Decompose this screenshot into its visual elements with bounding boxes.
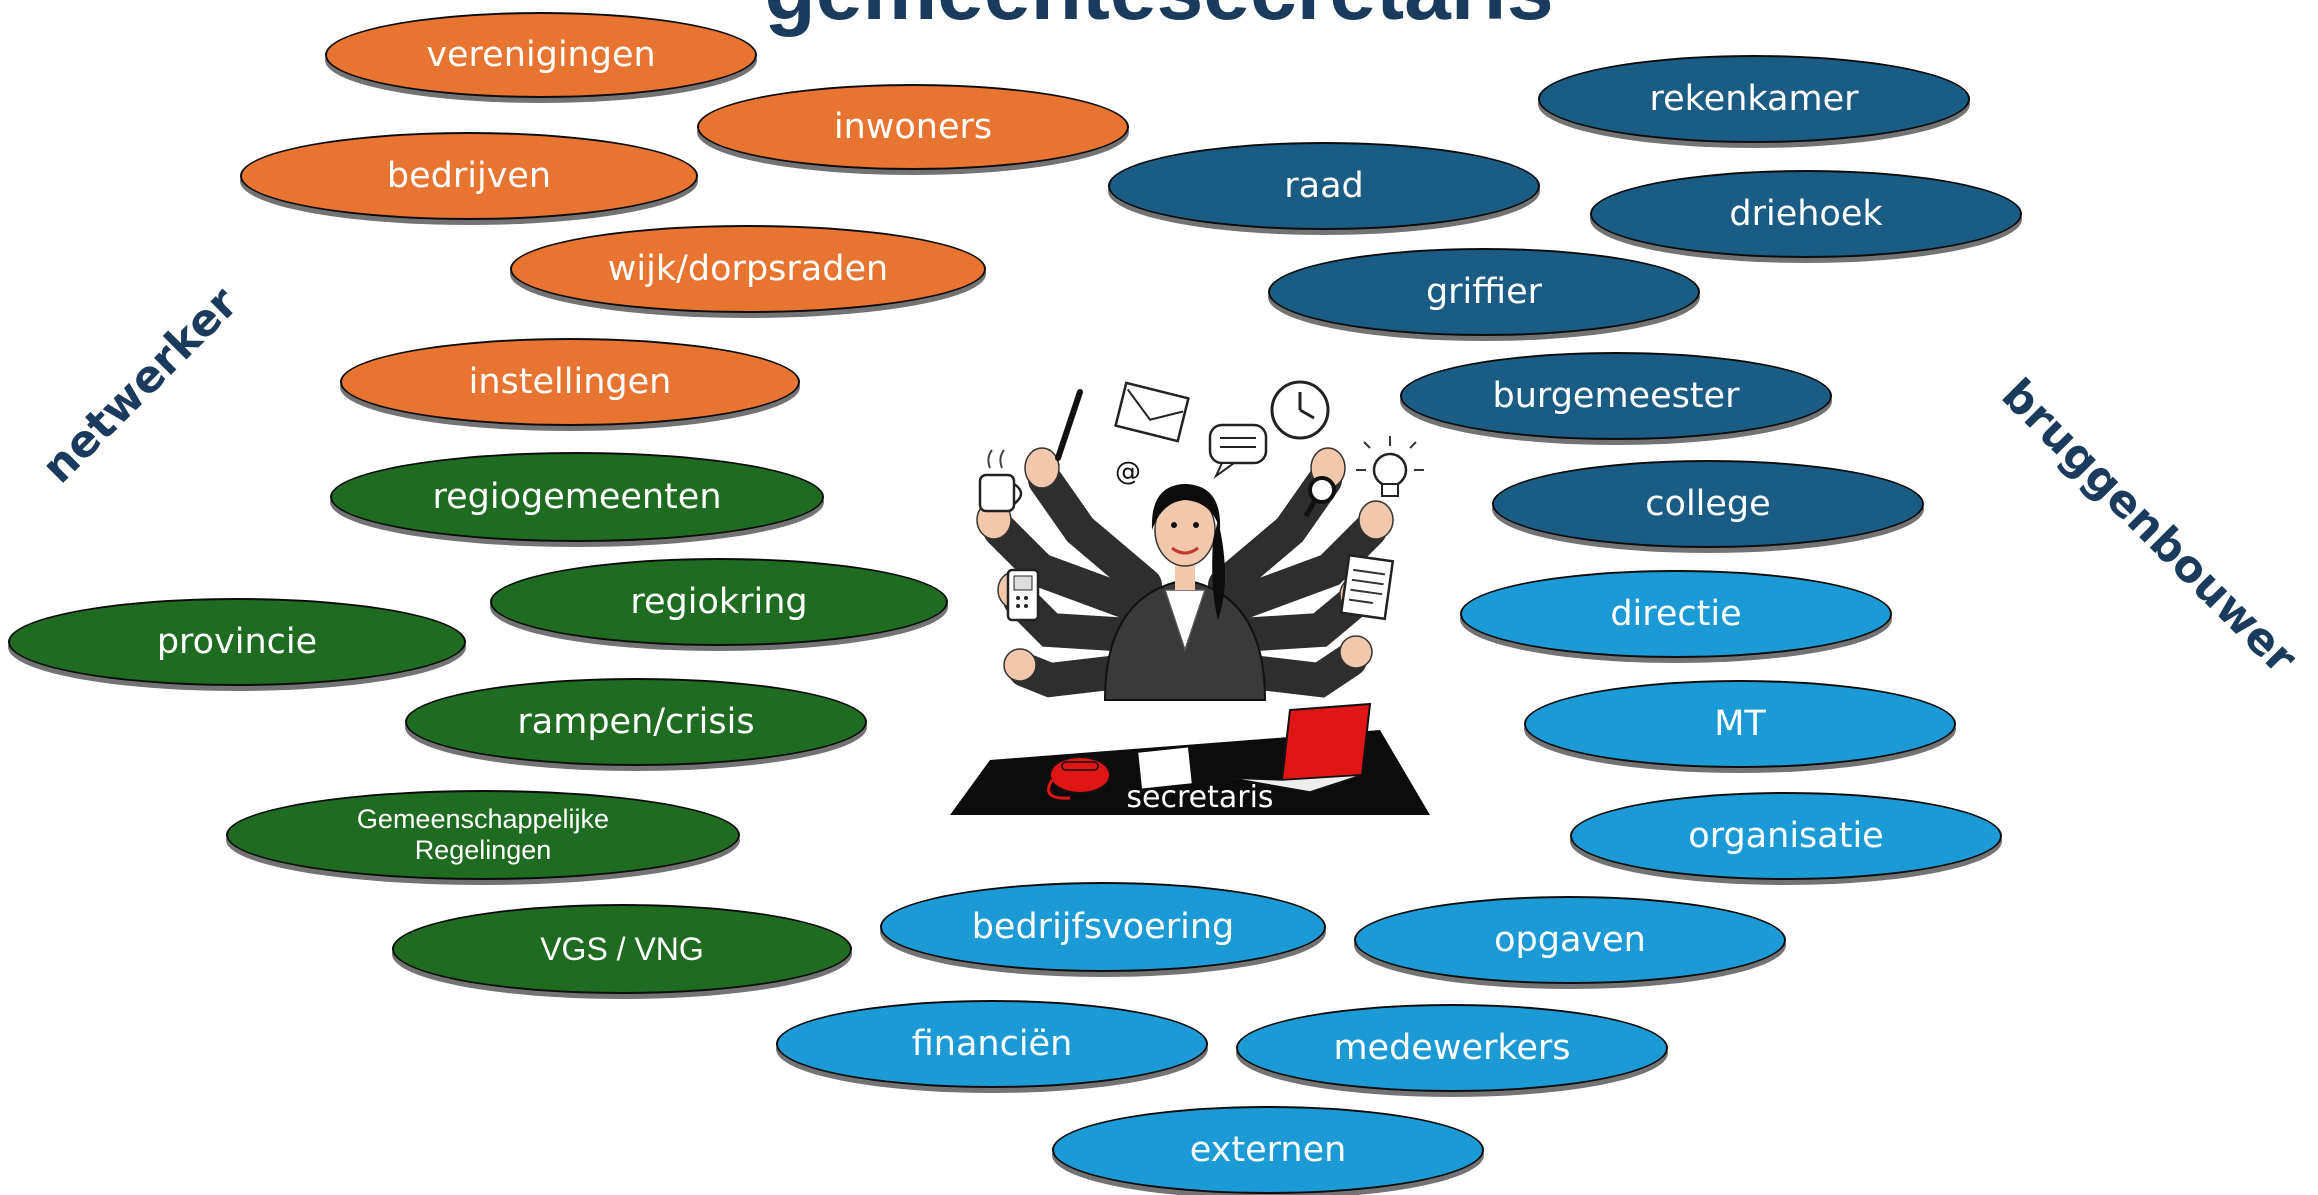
oval-griffier: griffier xyxy=(1268,248,1700,336)
oval-label: financiën xyxy=(911,1023,1073,1064)
oval-label: medewerkers xyxy=(1333,1027,1571,1068)
oval-label: driehoek xyxy=(1729,193,1883,234)
svg-text:@: @ xyxy=(1115,457,1141,487)
oval-externen: externen xyxy=(1052,1106,1484,1194)
pen-icon xyxy=(1055,389,1083,461)
oval-label: organisatie xyxy=(1688,815,1884,856)
telephone-icon xyxy=(1047,756,1111,800)
oval-regiogemeenten: regiogemeenten xyxy=(330,452,824,542)
oval-verenigingen: verenigingen xyxy=(325,12,757,98)
oval-gemeenschappelijke-regelingen: Gemeenschappelijke Regelingen xyxy=(226,790,740,880)
oval-label: Gemeenschappelijke Regelingen xyxy=(356,803,610,865)
oval-regiokring: regiokring xyxy=(490,558,948,646)
light-bulb-icon xyxy=(1356,436,1424,497)
laptop-icon xyxy=(1229,702,1372,793)
oval-directie: directie xyxy=(1460,570,1892,658)
side-label-netwerker: netwerker xyxy=(32,277,248,494)
coffee-cup-icon xyxy=(978,449,1023,513)
at-sign-icon: @ xyxy=(1115,457,1141,487)
oval-label: MT xyxy=(1714,703,1766,744)
oval-label: provincie xyxy=(156,621,318,662)
oval-label: raad xyxy=(1284,165,1364,206)
oval-rampen-crisis: rampen/crisis xyxy=(405,678,867,766)
oval-label: rekenkamer xyxy=(1649,78,1859,119)
ponytail xyxy=(1212,520,1225,620)
oval-financien: financiën xyxy=(776,1000,1208,1088)
oval-label: burgemeester xyxy=(1492,375,1740,416)
oval-raad: raad xyxy=(1108,142,1540,230)
secretary-illustration: @ xyxy=(950,380,1430,815)
magnifier-icon xyxy=(1303,476,1336,518)
oval-medewerkers: medewerkers xyxy=(1236,1004,1668,1092)
oval-rekenkamer: rekenkamer xyxy=(1538,55,1970,143)
center-caption: secretaris xyxy=(1126,780,1274,815)
oval-burgemeester: burgemeester xyxy=(1400,352,1832,440)
oval-opgaven: opgaven xyxy=(1354,896,1786,984)
oval-provincie: provincie xyxy=(8,598,466,686)
oval-label: instellingen xyxy=(468,361,672,402)
oval-label: verenigingen xyxy=(426,34,656,75)
document-icon xyxy=(1339,553,1395,621)
oval-label: wijk/dorpsraden xyxy=(607,248,889,289)
oval-label: college xyxy=(1645,483,1771,524)
oval-label: regiogemeenten xyxy=(432,476,722,517)
oval-organisatie: organisatie xyxy=(1570,792,2002,880)
oval-label: opgaven xyxy=(1494,919,1646,960)
oval-wijk-dorpsraden: wijk/dorpsraden xyxy=(510,225,986,313)
oval-label: directie xyxy=(1610,593,1742,634)
oval-inwoners: inwoners xyxy=(697,84,1129,170)
oval-label: rampen/crisis xyxy=(517,701,755,742)
hair xyxy=(1151,484,1221,530)
oval-label: inwoners xyxy=(833,106,993,147)
phone-icon xyxy=(1006,568,1040,622)
oval-vgs-vng: VGS / VNG xyxy=(392,904,852,994)
oval-label: bedrijfsvoering xyxy=(971,906,1235,947)
smile xyxy=(1171,546,1199,555)
oval-mt: MT xyxy=(1524,680,1956,768)
oval-college: college xyxy=(1492,460,1924,548)
oval-bedrijven: bedrijven xyxy=(240,132,698,220)
side-label-bruggenbouwer: bruggenbouwer xyxy=(1991,369,2307,684)
speech-bubble-icon xyxy=(1208,423,1268,480)
oval-label: bedrijven xyxy=(386,155,552,196)
oval-label: griffier xyxy=(1425,271,1543,312)
oval-label: VGS / VNG xyxy=(540,930,704,967)
oval-bedrijfsvoering: bedrijfsvoering xyxy=(880,882,1326,972)
oval-label: externen xyxy=(1189,1129,1347,1170)
paper-on-desk xyxy=(1138,747,1192,789)
oval-label: regiokring xyxy=(630,581,808,622)
oval-driehoek: driehoek xyxy=(1590,170,2022,258)
page-title: gemeentesecretaris xyxy=(0,0,2318,32)
clock-icon xyxy=(1270,380,1330,440)
oval-instellingen: instellingen xyxy=(340,338,800,426)
envelope-icon xyxy=(1114,381,1190,443)
